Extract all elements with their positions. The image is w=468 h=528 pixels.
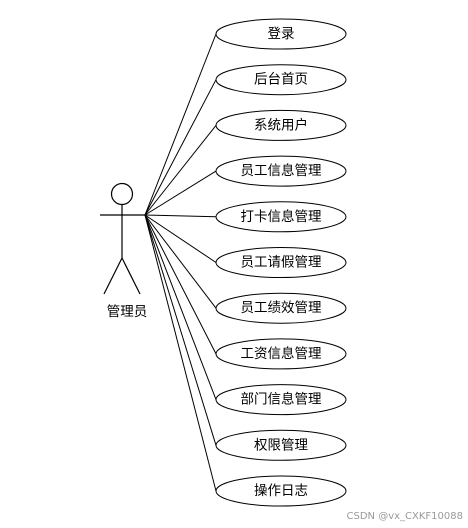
use-case-ellipse (215, 109, 347, 141)
use-case-ellipse (215, 201, 347, 233)
actor-label: 管理员 (107, 304, 148, 320)
use-case-node: 后台首页 (215, 64, 347, 96)
association-line (144, 170, 217, 216)
use-case-ellipse (215, 429, 347, 461)
association-line (144, 214, 217, 400)
actor-left-leg (103, 257, 123, 295)
use-case-ellipse (215, 247, 347, 278)
use-case-node: 登录 (215, 18, 347, 50)
use-case-label: 员工请假管理 (241, 255, 322, 271)
use-case-ellipse (215, 292, 347, 324)
association-lines (144, 33, 217, 492)
use-case-label: 权限管理 (254, 436, 308, 453)
use-case-ellipse (215, 64, 347, 96)
use-case-label: 后台首页 (254, 72, 308, 88)
use-case-list: 登录后台首页系统用户员工信息管理打卡信息管理员工请假管理员工绩效管理工资信息管理… (215, 18, 347, 507)
use-case-node: 系统用户 (215, 109, 347, 141)
actor-head (110, 182, 134, 206)
use-case-node: 打卡信息管理 (215, 201, 347, 233)
use-case-node: 员工信息管理 (215, 155, 347, 187)
association-line (144, 214, 217, 309)
use-case-node: 员工请假管理 (215, 247, 347, 278)
association-line (144, 214, 217, 492)
use-case-node: 部门信息管理 (215, 384, 347, 416)
association-line (144, 214, 217, 263)
use-case-node: 工资信息管理 (215, 338, 347, 370)
use-case-ellipse (215, 475, 347, 507)
association-line (144, 214, 217, 355)
association-line (144, 125, 217, 216)
association-line (144, 214, 217, 446)
use-case-label: 员工绩效管理 (241, 300, 322, 316)
watermark: CSDN @vx_CXKF10088 (347, 511, 463, 522)
use-case-ellipse (215, 18, 347, 50)
actor-administrator: 管理员 (100, 182, 148, 320)
association-line (144, 79, 217, 216)
use-case-ellipse (215, 155, 347, 187)
use-case-label: 打卡信息管理 (241, 208, 322, 225)
use-case-label: 操作日志 (254, 483, 308, 499)
association-line (144, 214, 217, 218)
use-case-label: 部门信息管理 (241, 391, 322, 408)
actor-right-leg (121, 257, 141, 295)
use-case-node: 员工绩效管理 (215, 292, 347, 324)
use-case-label: 系统用户 (254, 116, 308, 133)
use-case-label: 登录 (268, 26, 295, 42)
use-case-node: 操作日志 (215, 475, 347, 507)
association-line (144, 33, 217, 216)
use-case-label: 工资信息管理 (241, 345, 322, 362)
use-case-node: 权限管理 (215, 429, 347, 461)
use-case-label: 员工信息管理 (241, 162, 322, 179)
use-case-ellipse (215, 338, 347, 370)
use-case-ellipse (215, 384, 347, 416)
